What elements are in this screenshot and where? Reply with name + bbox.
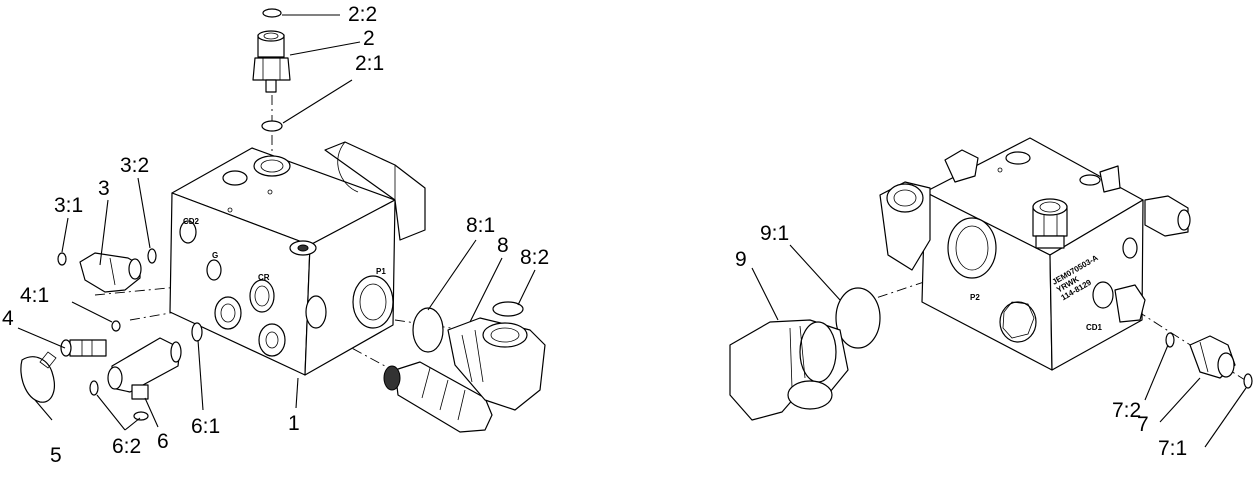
callout-9: 9 xyxy=(735,248,747,271)
callout-6: 6 xyxy=(157,430,169,453)
part-4-adapter xyxy=(60,320,121,357)
callout-6-2: 6:2 xyxy=(112,435,141,458)
cartridge-valve xyxy=(383,361,493,433)
callout-8: 8 xyxy=(497,234,509,257)
callout-8-2: 8:2 xyxy=(520,246,549,269)
right-callout-labels: 9:1 9 7:2 7 7:1 xyxy=(735,222,1187,460)
right-manifold-assembly: P2 CD1 JEM070503-A YRWK 114-8129 xyxy=(729,137,1253,448)
rear-elbow-right xyxy=(879,181,931,271)
port-label-p1: P1 xyxy=(376,267,386,276)
callout-7: 7 xyxy=(1137,413,1149,436)
part-3-elbow xyxy=(57,248,157,293)
callout-7-2: 7:2 xyxy=(1112,399,1141,422)
callout-2-1: 2:1 xyxy=(355,52,384,75)
port-label-p2: P2 xyxy=(970,293,980,302)
callout-3-2: 3:2 xyxy=(120,154,149,177)
callout-8-1: 8:1 xyxy=(466,214,495,237)
callout-2: 2 xyxy=(363,27,375,50)
callout-4-1: 4:1 xyxy=(20,284,49,307)
left-manifold-assembly: CD2 G CR P1 xyxy=(17,8,546,433)
port-label-g: G xyxy=(212,251,218,260)
callout-3-1: 3:1 xyxy=(54,194,83,217)
port-label-cd2: CD2 xyxy=(183,217,200,226)
port-label-cr: CR xyxy=(258,273,270,282)
part-5-dust-cap xyxy=(20,351,57,403)
callout-4: 4 xyxy=(2,307,14,330)
callout-1: 1 xyxy=(288,412,300,435)
manifold-block-left: CD2 G CR P1 xyxy=(169,147,396,376)
callout-5: 5 xyxy=(50,444,62,467)
port-label-cd1: CD1 xyxy=(1086,323,1103,332)
part-7-fitting xyxy=(1165,332,1253,389)
part-9-large-elbow xyxy=(729,287,881,421)
part-2-fitting xyxy=(252,8,291,132)
rear-elbow-fitting xyxy=(324,141,426,241)
callout-6-1: 6:1 xyxy=(191,415,220,438)
top-fitting-right xyxy=(1032,198,1068,249)
callout-9-1: 9:1 xyxy=(760,222,789,245)
callout-3: 3 xyxy=(98,177,110,200)
callout-2-2: 2:2 xyxy=(348,3,377,26)
part-8-elbow xyxy=(412,301,546,411)
callout-7-1: 7:1 xyxy=(1158,437,1187,460)
manifold-block-right: P2 CD1 JEM070503-A YRWK 114-8129 xyxy=(921,137,1144,371)
part-6-tee-fitting xyxy=(89,322,203,421)
left-callout-labels: 2:2 2 2:1 3:2 3 3:1 4:1 4 5 6:2 6 6:1 1 … xyxy=(2,3,549,467)
side-fittings-right xyxy=(944,149,1191,323)
